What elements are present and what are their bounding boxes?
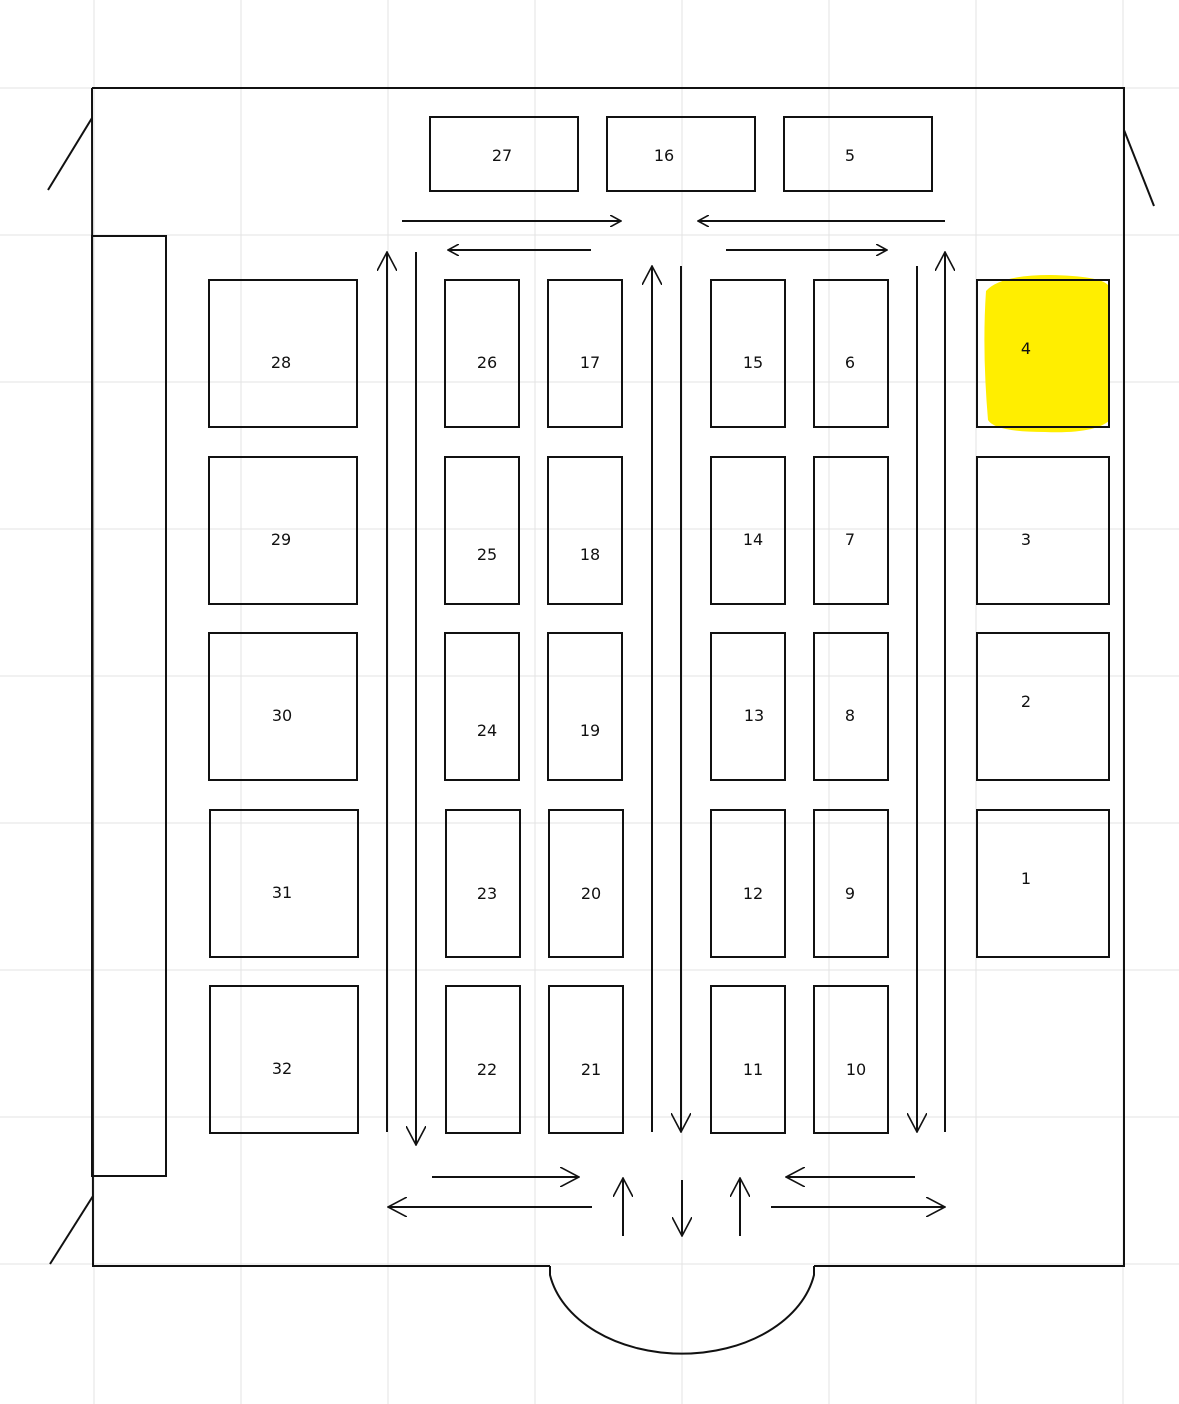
entrance-arc bbox=[549, 1266, 815, 1355]
booth-23-label: 23 bbox=[477, 884, 497, 903]
booths: 27 16 5 28 29 30 31 32 26 25 24 23 22 17… bbox=[208, 116, 1110, 1134]
booth-32[interactable] bbox=[209, 985, 359, 1134]
booth-2-label: 2 bbox=[1021, 692, 1031, 711]
booth-13[interactable] bbox=[710, 632, 786, 781]
hall-walls bbox=[91, 87, 1125, 1267]
booth-20[interactable] bbox=[548, 809, 624, 958]
side-counter bbox=[91, 235, 167, 1177]
booth-14-label: 14 bbox=[743, 530, 763, 549]
hall-outline bbox=[47, 87, 1155, 1355]
booth-30-label: 30 bbox=[272, 706, 292, 725]
booth-4[interactable] bbox=[976, 279, 1110, 428]
booth-26-label: 26 bbox=[477, 353, 497, 372]
booth-18[interactable] bbox=[547, 456, 623, 605]
booth-27[interactable] bbox=[429, 116, 579, 192]
booth-30[interactable] bbox=[208, 632, 358, 781]
booth-23[interactable] bbox=[445, 809, 521, 958]
booth-25-label: 25 bbox=[477, 545, 497, 564]
booth-15-label: 15 bbox=[743, 353, 763, 372]
booth-4-highlight bbox=[984, 275, 1110, 433]
booth-16-label: 16 bbox=[654, 146, 674, 165]
door-bottom-left bbox=[49, 1195, 94, 1265]
booth-3-label: 3 bbox=[1021, 530, 1031, 549]
booth-10-label: 10 bbox=[846, 1060, 866, 1079]
booth-4-label: 4 bbox=[1021, 339, 1031, 358]
booth-6-label: 6 bbox=[845, 353, 855, 372]
booth-31[interactable] bbox=[209, 809, 359, 958]
booth-22[interactable] bbox=[445, 985, 521, 1134]
booth-7-label: 7 bbox=[845, 530, 855, 549]
booth-1-label: 1 bbox=[1021, 869, 1031, 888]
booth-5-label: 5 bbox=[845, 146, 855, 165]
traffic-arrows bbox=[387, 221, 945, 1236]
booth-19[interactable] bbox=[547, 632, 623, 781]
booth-6[interactable] bbox=[813, 279, 889, 428]
booth-21-label: 21 bbox=[581, 1060, 601, 1079]
booth-12[interactable] bbox=[710, 809, 786, 958]
booth-19-label: 19 bbox=[580, 721, 600, 740]
booth-8-label: 8 bbox=[845, 706, 855, 725]
booth-11[interactable] bbox=[710, 985, 786, 1134]
booth-18-label: 18 bbox=[580, 545, 600, 564]
booth-12-label: 12 bbox=[743, 884, 763, 903]
booth-24[interactable] bbox=[444, 632, 520, 781]
booth-28-label: 28 bbox=[271, 353, 291, 372]
door-top-left bbox=[47, 117, 93, 191]
booth-27-label: 27 bbox=[492, 146, 512, 165]
booth-9[interactable] bbox=[813, 809, 889, 958]
booth-7[interactable] bbox=[813, 456, 889, 605]
booth-9-label: 9 bbox=[845, 884, 855, 903]
booth-28[interactable] bbox=[208, 279, 358, 428]
booth-2[interactable] bbox=[976, 632, 1110, 781]
booth-21[interactable] bbox=[548, 985, 624, 1134]
booth-13-label: 13 bbox=[744, 706, 764, 725]
booth-24-label: 24 bbox=[477, 721, 497, 740]
booth-29[interactable] bbox=[208, 456, 358, 605]
booth-1[interactable] bbox=[976, 809, 1110, 958]
booth-10[interactable] bbox=[813, 985, 889, 1134]
door-top-right bbox=[1123, 129, 1155, 207]
booth-14[interactable] bbox=[710, 456, 786, 605]
booth-26[interactable] bbox=[444, 279, 520, 428]
booth-31-label: 31 bbox=[272, 883, 292, 902]
booth-32-label: 32 bbox=[272, 1059, 292, 1078]
booth-15[interactable] bbox=[710, 279, 786, 428]
booth-5[interactable] bbox=[783, 116, 933, 192]
booth-17-label: 17 bbox=[580, 353, 600, 372]
booth-20-label: 20 bbox=[581, 884, 601, 903]
booth-25[interactable] bbox=[444, 456, 520, 605]
booth-29-label: 29 bbox=[271, 530, 291, 549]
booth-17[interactable] bbox=[547, 279, 623, 428]
booth-22-label: 22 bbox=[477, 1060, 497, 1079]
booth-8[interactable] bbox=[813, 632, 889, 781]
booth-11-label: 11 bbox=[743, 1060, 763, 1079]
booth-16[interactable] bbox=[606, 116, 756, 192]
booth-3[interactable] bbox=[976, 456, 1110, 605]
